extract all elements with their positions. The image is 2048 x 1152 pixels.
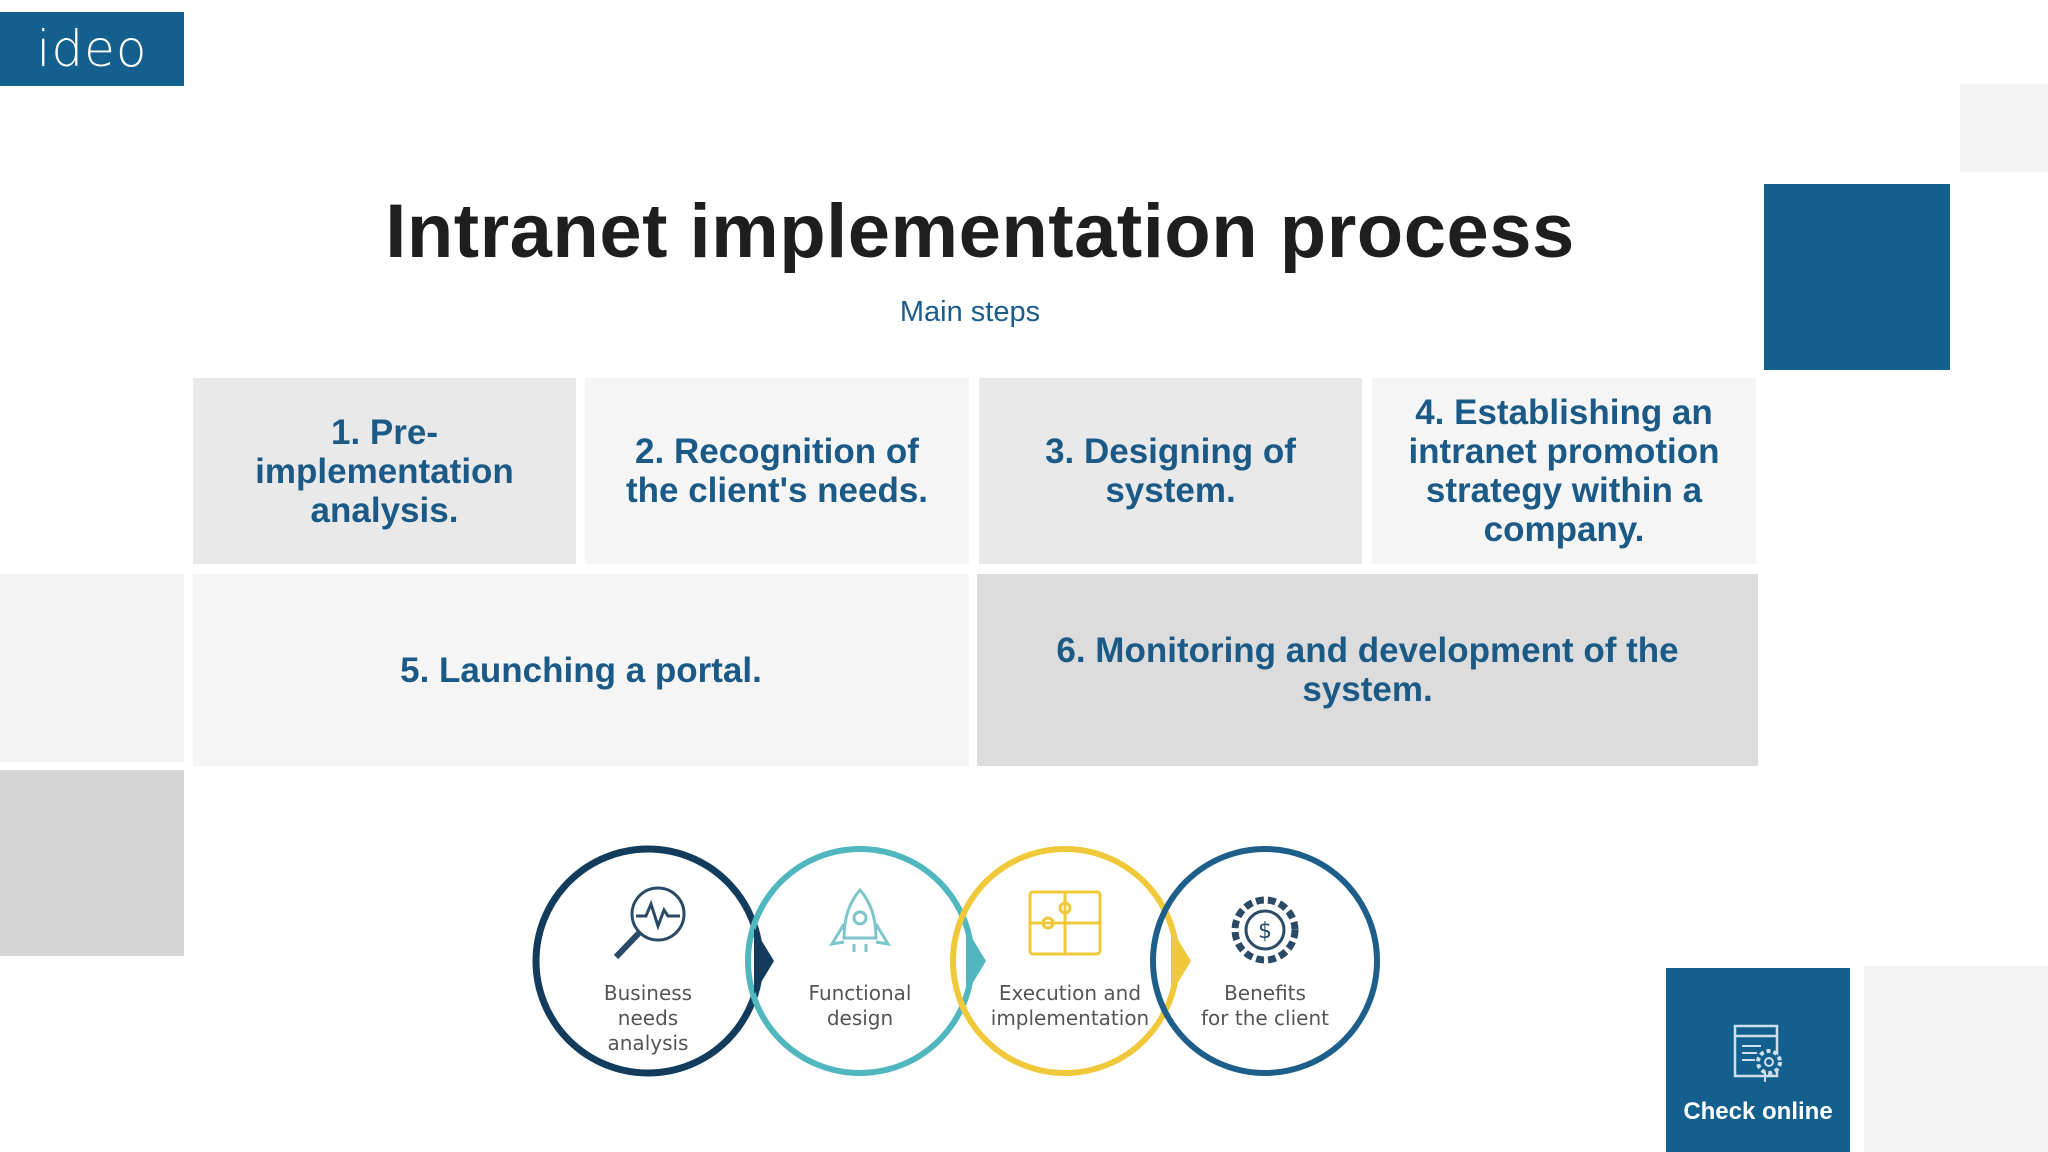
step-label: 6. Monitoring and development of the sys… bbox=[1056, 631, 1679, 709]
arrow-2-icon bbox=[966, 928, 986, 994]
stage-1-line3: analysis bbox=[608, 1031, 689, 1055]
stage-4-line2: for the client bbox=[1201, 1006, 1329, 1030]
rocket-icon bbox=[829, 887, 891, 952]
step-5: 5. Launching a portal. bbox=[193, 574, 969, 766]
step-6: 6. Monitoring and development of the sys… bbox=[977, 574, 1758, 766]
step-label: 3. Designing of system. bbox=[1045, 432, 1296, 510]
arrow-1-icon bbox=[754, 928, 774, 994]
puzzle-icon bbox=[1028, 890, 1102, 956]
stage-circle-3 bbox=[950, 846, 1180, 1076]
check-online-button[interactable]: Check online bbox=[1666, 968, 1850, 1152]
ideo-logo[interactable]: ideo bbox=[0, 12, 184, 86]
stage-2-line1: Functional bbox=[809, 981, 912, 1005]
stage-circle-2 bbox=[745, 846, 975, 1076]
step-4: 4. Establishing an intranet promotion st… bbox=[1372, 378, 1756, 564]
step-3: 3. Designing of system. bbox=[979, 378, 1362, 564]
step-label: 2. Recognition of the client's needs. bbox=[625, 432, 929, 510]
stage-1-line1: Business bbox=[604, 981, 692, 1005]
step-label: 5. Launching a portal. bbox=[400, 650, 762, 690]
step-label: 4. Establishing an intranet promotion st… bbox=[1408, 393, 1720, 549]
decorative-square bbox=[0, 770, 184, 956]
decorative-square bbox=[0, 574, 184, 762]
magnifier-pulse-icon bbox=[613, 886, 686, 960]
step-1: 1. Pre-implementation analysis. bbox=[193, 378, 576, 564]
stage-4-line1: Benefits bbox=[1224, 981, 1306, 1005]
process-diagram: $ Business needs analysis Functional des… bbox=[532, 845, 1380, 1077]
dollar-gear-icon: $ bbox=[1231, 896, 1299, 964]
decorative-square bbox=[1864, 966, 2048, 1152]
page-title: Intranet implementation process bbox=[385, 189, 1575, 274]
arrow-3-icon bbox=[1171, 928, 1191, 994]
stage-2-line2: design bbox=[827, 1006, 893, 1030]
decorative-square bbox=[1960, 84, 2048, 172]
page-subtitle: Main steps bbox=[899, 296, 1041, 328]
decorative-square bbox=[1764, 184, 1950, 370]
browser-gear-icon bbox=[1733, 1024, 1782, 1082]
svg-text:$: $ bbox=[1258, 919, 1272, 944]
step-label: 1. Pre-implementation analysis. bbox=[255, 412, 514, 530]
stage-3-line1: Execution and bbox=[999, 981, 1141, 1005]
check-online-label: Check online bbox=[1683, 1098, 1833, 1125]
logo-text: ideo bbox=[36, 20, 148, 78]
stage-1-line2: needs bbox=[618, 1006, 678, 1030]
step-2: 2. Recognition of the client's needs. bbox=[585, 378, 969, 564]
stage-3-line2: implementation bbox=[991, 1006, 1149, 1030]
stage-circle-4 bbox=[1150, 846, 1380, 1076]
